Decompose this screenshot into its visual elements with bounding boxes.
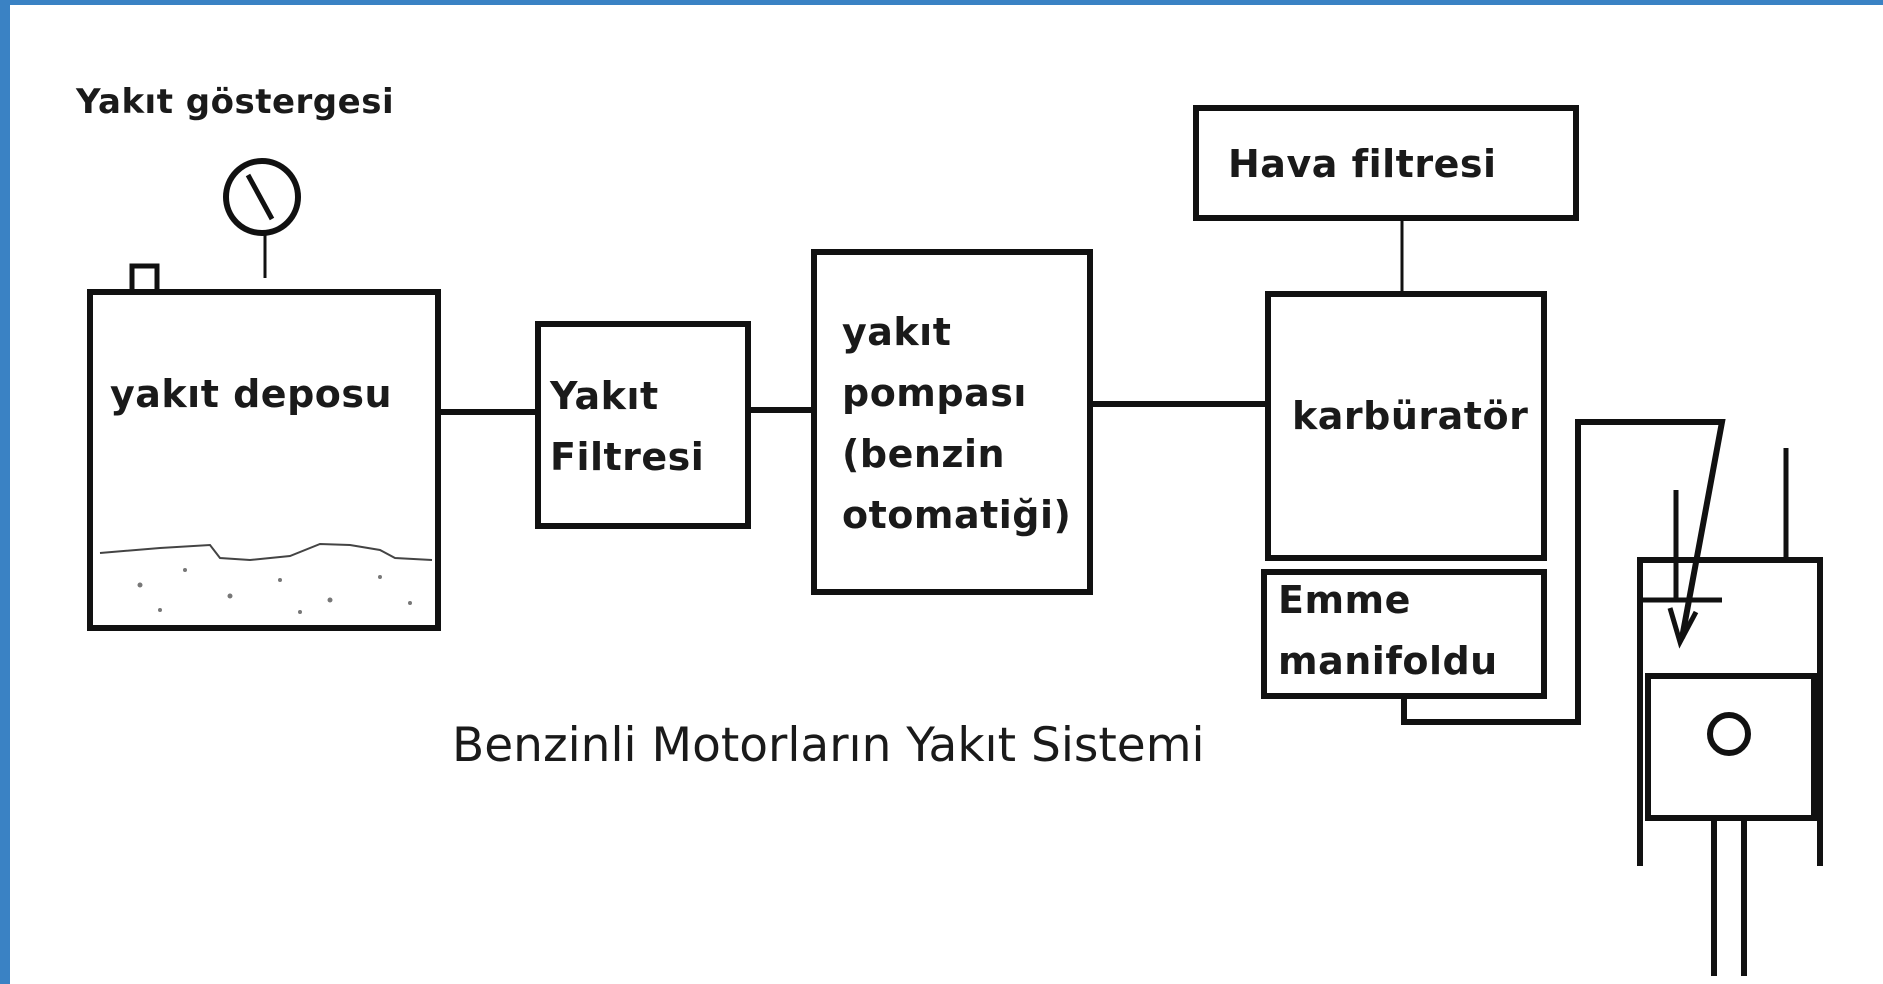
intake-manifold-label: Emme manifoldu: [1278, 578, 1498, 683]
air-filter-box: [1193, 105, 1579, 221]
fuel-filter-box: [535, 321, 751, 529]
carburetor-box: [1265, 291, 1547, 561]
fuel-gauge-label: Yakıt göstergesi: [76, 82, 395, 122]
air-filter-label: Hava filtresi: [1228, 142, 1497, 186]
fuel-pump-label: yakıt pompası (benzin otomatiği): [842, 310, 1072, 537]
slide-frame-top: [0, 0, 1883, 5]
fuel-gauge-icon: [223, 158, 301, 278]
intake-arrow-icon: [1667, 607, 1699, 649]
slide-frame-left: [0, 0, 10, 984]
fuel-tank-label: yakıt deposu: [110, 372, 393, 416]
engine-cylinder-icon: [1637, 448, 1823, 976]
carburetor-label: karbüratör: [1292, 394, 1529, 438]
diagram-caption: Benzinli Motorların Yakıt Sistemi: [452, 718, 1205, 773]
intake-pipe-line: [1401, 419, 1726, 725]
fuel-tank: [87, 263, 441, 631]
fuel-pump-box: [811, 249, 1093, 595]
fuel-filter-label: Yakıt Filtresi: [550, 374, 705, 479]
